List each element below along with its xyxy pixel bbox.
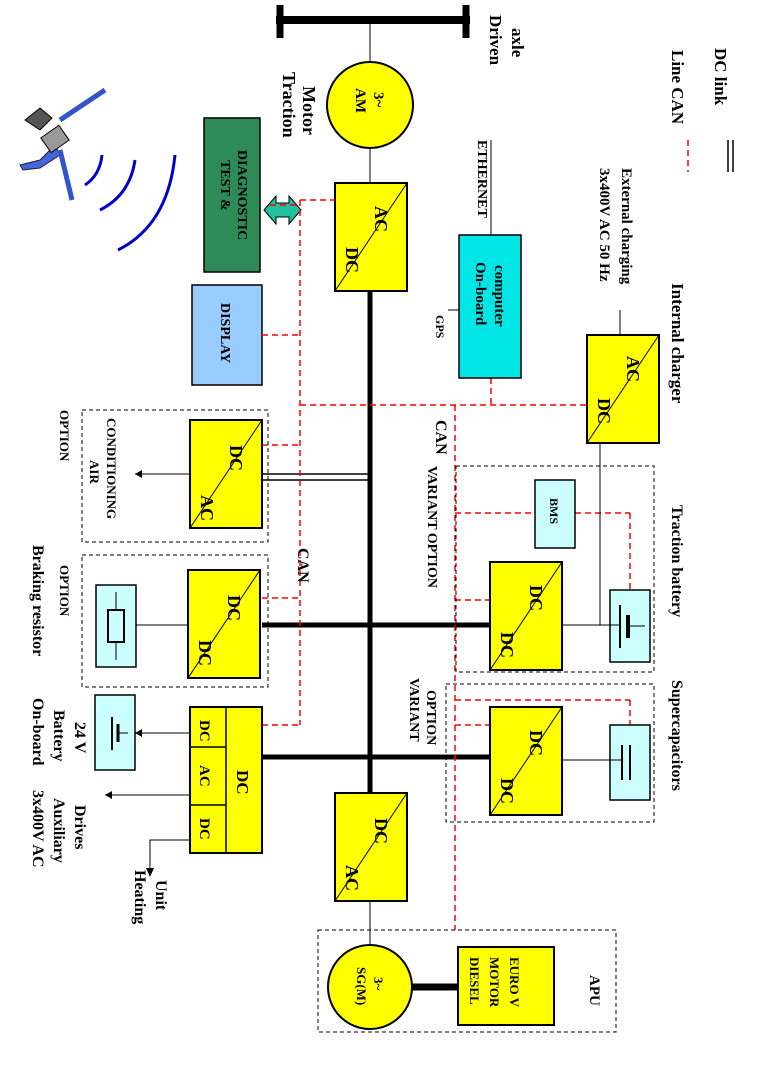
generator: [327, 944, 413, 1030]
display-label: DISPLAY: [217, 303, 232, 363]
braking-option-box: [81, 554, 269, 688]
sc-conv-dc2: DC: [526, 730, 546, 756]
option-label: OPTION: [423, 690, 438, 745]
batt-conv-dc2: DC: [526, 585, 546, 611]
conditioning-label: CONDITIONING: [104, 418, 119, 519]
supercap-variant-box: [445, 683, 655, 823]
ext-charging-label-1: 3x400V AC 50 Hz: [596, 168, 612, 282]
satellite-icon: [19, 87, 177, 252]
am-label: AM: [352, 88, 368, 113]
traction-motor: [326, 61, 414, 149]
driven-axle-label-1: Driven: [486, 15, 505, 66]
gen-conv-dc: DC: [371, 818, 391, 844]
computer-label-2: computer: [491, 265, 507, 327]
aux-drives-label-1: 3x400V AC: [29, 790, 46, 868]
diesel-label-2: MOTOR: [487, 957, 502, 1008]
diesel-motor: [457, 946, 555, 1026]
capacitor-icon: [621, 745, 631, 780]
traction-label: Traction: [279, 72, 299, 138]
aux-dc-top: DC: [196, 720, 212, 742]
variant-option-battery-label: VARIANT OPTION: [424, 466, 439, 588]
onboard-battery-box: [94, 694, 136, 771]
display-box: [191, 284, 263, 386]
traction-conv-ac: AC: [371, 206, 391, 232]
variant-label: VARIANT: [406, 678, 421, 742]
heating-label-1: Heating: [131, 870, 148, 924]
apu-label: APU: [586, 975, 602, 1006]
apu-box: [317, 929, 617, 1033]
legend-can-label: Line CAN: [668, 50, 687, 125]
ethernet-label: ETHERNET: [474, 140, 489, 218]
traction-battery-label: Traction battery: [668, 505, 685, 617]
diesel-label-3: EURO V: [507, 957, 522, 1008]
charger-dc: DC: [594, 398, 614, 424]
gen-conv-ac: AC: [342, 865, 362, 891]
onboard-battery-label-2: Battery: [50, 710, 67, 762]
bms-label: BMS: [547, 498, 561, 524]
batt-conv-dc1: DC: [497, 632, 517, 658]
driven-axle-label-2: axle: [508, 28, 527, 58]
gps-label: GPS: [433, 315, 447, 339]
air-conv-dc: DC: [226, 445, 246, 471]
bms-box: [534, 479, 576, 549]
battery-icon: [619, 605, 645, 648]
resistor-icon: [107, 592, 125, 660]
motor-label: Motor: [299, 86, 319, 135]
test-diagnostic-box: [203, 117, 261, 273]
onboard-battery-label-3: 24 V: [71, 722, 88, 754]
computer-label-1: On-board: [472, 262, 488, 326]
supercapacitors-label: Supercapacitors: [668, 680, 685, 791]
can-label-left: CAN: [294, 548, 311, 583]
legend-dc-link-label: DC link: [711, 48, 730, 106]
diesel-label-1: DIESEL: [467, 957, 482, 1005]
aux-drives-label-2: Auxiliary: [50, 798, 67, 863]
aux-ac: AC: [196, 765, 212, 787]
brake-option-label: OPTION: [57, 565, 72, 617]
braking-resistor-label: Braking resistor: [29, 545, 46, 656]
brake-conv-dc1: DC: [195, 640, 215, 666]
sc-conv-dc1: DC: [497, 778, 517, 804]
bidirectional-arrow-icon: [263, 194, 302, 226]
onboard-computer: [458, 234, 522, 379]
air-conditioning-option-box: [81, 409, 269, 543]
traction-battery-variant-box: [455, 465, 655, 673]
internal-charger-label: Internal charger: [668, 283, 687, 404]
can-network: [262, 199, 631, 930]
onboard-battery-label-1: On-board: [29, 698, 46, 766]
heating-label-2: Unit: [152, 880, 169, 911]
driven-axle: [276, 5, 470, 62]
charger-ac: AC: [623, 356, 643, 382]
air-option-label: OPTION: [57, 410, 72, 462]
sg-label: SG(M): [354, 967, 369, 1005]
test-label: TEST &: [217, 160, 232, 211]
aux-dc-main: DC: [233, 770, 252, 795]
legend-dc-link: [727, 140, 734, 172]
can-label-right: CAN: [432, 420, 449, 455]
traction-conv-dc: DC: [342, 247, 362, 273]
am-phase-label: 3~: [370, 92, 386, 108]
aux-drives-label-3: Drives: [71, 805, 88, 849]
diagnostic-label: DIAGNOSTIC: [234, 150, 249, 240]
air-conv-ac: AC: [197, 495, 217, 521]
ext-charging-label-2: External charging: [618, 168, 634, 285]
sg-phase-label: 3~: [371, 977, 386, 991]
aux-dc-bottom: DC: [196, 818, 212, 840]
air-label: AIR: [87, 460, 102, 484]
brake-conv-dc2: DC: [224, 595, 244, 621]
small-battery-icon: [111, 717, 128, 750]
